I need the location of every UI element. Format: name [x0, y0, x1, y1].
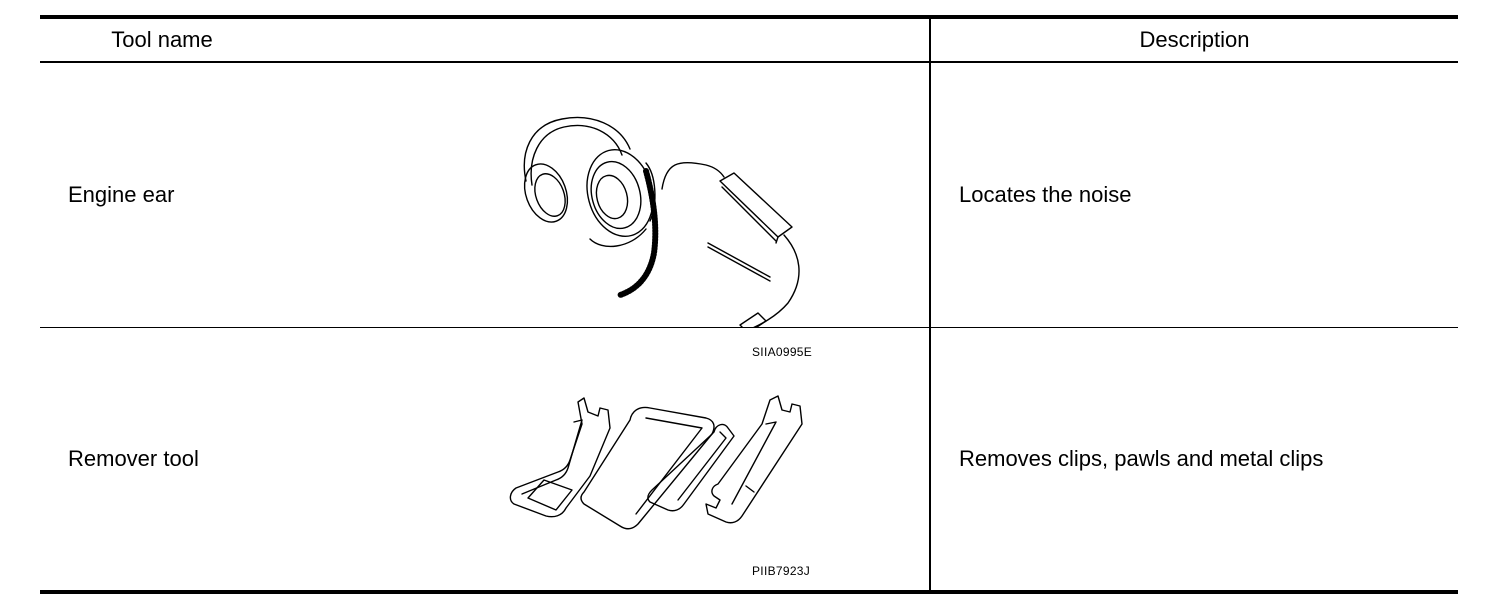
tool-name-cell: Remover tool [40, 327, 930, 592]
special-tools-table: Tool name Description Engine ear [40, 15, 1458, 594]
header-description: Description [929, 17, 1458, 63]
remover-tool-illustration: PIIB7923J [470, 328, 850, 590]
engine-ear-headphones-icon [523, 116, 800, 327]
remover-tool-set-icon [509, 395, 803, 530]
table-row: Engine ear [40, 62, 1458, 359]
figure-code-remover-tool: PIIB7923J [752, 564, 811, 578]
tool-name-engine-ear: Engine ear [68, 182, 175, 207]
engine-ear-illustration: SIIA0995E [470, 63, 850, 359]
table-row: Remover tool [40, 327, 1458, 592]
tool-name-cell: Engine ear [40, 62, 930, 359]
description-engine-ear: Locates the noise [929, 62, 1458, 328]
header-tool-name: Tool name [40, 17, 930, 63]
header-row: Tool name Description [40, 17, 1458, 63]
tool-name-remover-tool: Remover tool [68, 446, 199, 471]
description-remover-tool: Removes clips, pawls and metal clips [929, 327, 1458, 592]
